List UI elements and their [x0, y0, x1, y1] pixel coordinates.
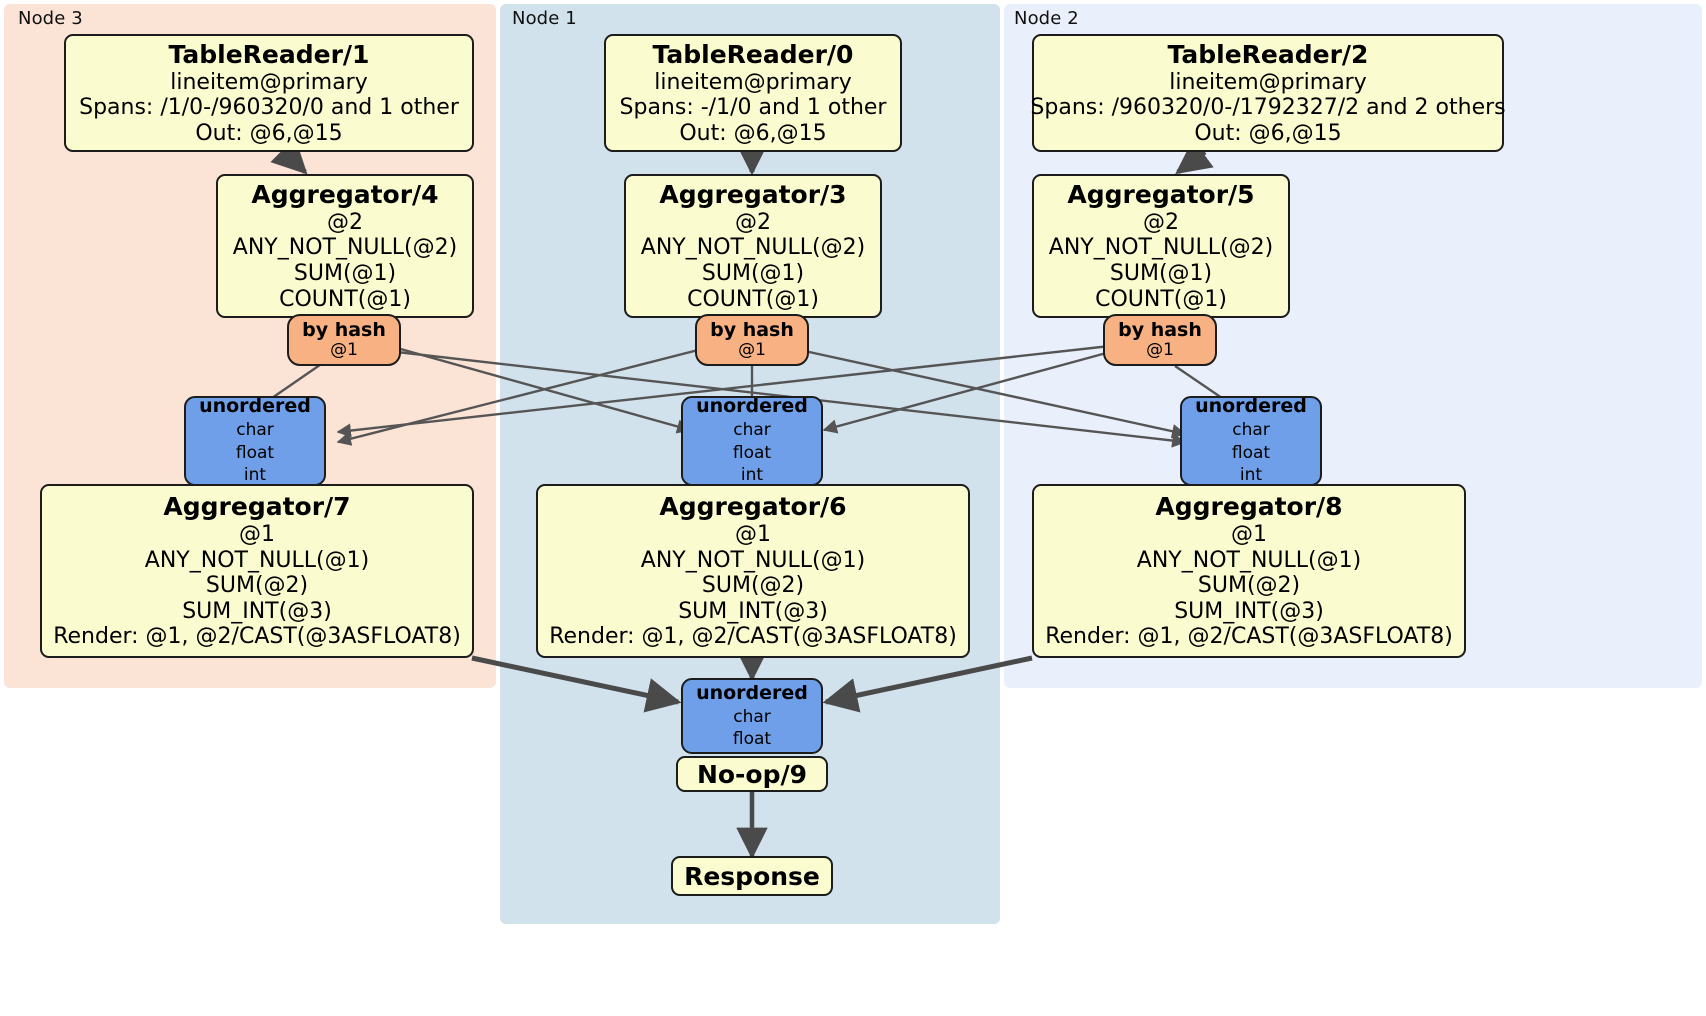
node-line: SUM(@2) [701, 573, 805, 599]
region-label-node3: Node 3 [18, 8, 83, 29]
node-line: SUM(@1) [1109, 261, 1213, 286]
node-line: ANY_NOT_NULL(@2) [232, 235, 458, 261]
node-line: Out: @6,@15 [195, 120, 343, 146]
node-line: char [236, 420, 274, 441]
node-line: int [1239, 465, 1263, 486]
node-line: @2 [735, 209, 771, 235]
node-title: TableReader/1 [168, 39, 370, 69]
node-title: No-op/9 [696, 759, 808, 789]
node-unordered-final[interactable]: unordered char float [681, 678, 823, 754]
node-title: unordered [696, 395, 808, 418]
node-line: SUM_INT(@3) [678, 598, 828, 624]
node-no-op-9[interactable]: No-op/9 [676, 756, 828, 792]
node-line: Spans: -/1/0 and 1 other [619, 95, 887, 121]
node-line: COUNT(@1) [687, 286, 819, 312]
node-line: Render: @1, @2/CAST(@3ASFLOAT8) [53, 624, 461, 650]
node-title: Aggregator/6 [659, 492, 847, 522]
node-line: lineitem@primary [170, 69, 368, 95]
node-line: Out: @6,@15 [679, 120, 827, 146]
node-line: float [732, 442, 772, 463]
node-line: SUM_INT(@3) [1174, 598, 1324, 624]
node-title: Aggregator/7 [163, 492, 351, 522]
node-line: COUNT(@1) [1095, 286, 1227, 312]
node-line: char [1232, 420, 1270, 441]
node-line: SUM(@1) [293, 261, 397, 286]
node-unordered-center[interactable]: unordered char float int [681, 395, 823, 486]
node-aggregator-5[interactable]: Aggregator/5 @2 ANY_NOT_NULL(@2) SUM(@1)… [1032, 174, 1290, 318]
node-title: by hash [302, 319, 386, 342]
node-line: Render: @1, @2/CAST(@3ASFLOAT8) [1045, 624, 1453, 650]
node-line: ANY_NOT_NULL(@2) [1048, 235, 1274, 261]
node-line: int [740, 465, 764, 486]
node-aggregator-4[interactable]: Aggregator/4 @2 ANY_NOT_NULL(@2) SUM(@1)… [216, 174, 474, 318]
node-tablereader-2[interactable]: TableReader/2 lineitem@primary Spans: /9… [1030, 34, 1506, 152]
node-line: Spans: /960320/0-/1792327/2 and 2 others [1030, 95, 1506, 121]
node-line: SUM_INT(@3) [182, 598, 332, 624]
node-line: @2 [1143, 209, 1179, 235]
node-title: unordered [1195, 395, 1307, 418]
node-line: ANY_NOT_NULL(@1) [144, 547, 370, 573]
node-line: float [235, 442, 275, 463]
region-label-node2: Node 2 [1014, 8, 1079, 29]
node-line: int [243, 465, 267, 486]
node-by-hash-right[interactable]: by hash @1 [1103, 314, 1217, 366]
node-line: char [733, 420, 771, 441]
node-line: float [1231, 442, 1271, 463]
node-line: @1 [239, 522, 275, 548]
node-line: Out: @6,@15 [1194, 120, 1342, 146]
node-line: SUM(@2) [205, 573, 309, 599]
node-title: Response [684, 861, 820, 891]
region-label-node1: Node 1 [512, 8, 577, 29]
node-line: SUM(@2) [1197, 573, 1301, 599]
node-title: unordered [199, 395, 311, 418]
node-line: SUM(@1) [701, 261, 805, 286]
node-by-hash-left[interactable]: by hash @1 [287, 314, 401, 366]
node-line: @1 [1231, 522, 1267, 548]
node-title: Aggregator/4 [251, 179, 439, 209]
node-unordered-left[interactable]: unordered char float int [184, 395, 326, 486]
node-line: @1 [735, 522, 771, 548]
node-line: Spans: /1/0-/960320/0 and 1 other [79, 95, 459, 121]
node-line: lineitem@primary [1169, 69, 1367, 95]
node-aggregator-8[interactable]: Aggregator/8 @1 ANY_NOT_NULL(@1) SUM(@2)… [1032, 484, 1466, 658]
node-line: COUNT(@1) [279, 286, 411, 312]
node-line: lineitem@primary [654, 69, 852, 95]
node-unordered-right[interactable]: unordered char float int [1180, 395, 1322, 486]
node-line: float [732, 729, 772, 750]
node-title: Aggregator/8 [1155, 492, 1343, 522]
node-title: Aggregator/3 [659, 179, 847, 209]
node-tablereader-1[interactable]: TableReader/1 lineitem@primary Spans: /1… [64, 34, 474, 152]
node-aggregator-6[interactable]: Aggregator/6 @1 ANY_NOT_NULL(@1) SUM(@2)… [536, 484, 970, 658]
node-line: Render: @1, @2/CAST(@3ASFLOAT8) [549, 624, 957, 650]
node-line: @1 [738, 340, 766, 361]
node-line: ANY_NOT_NULL(@2) [640, 235, 866, 261]
node-line: char [733, 706, 771, 727]
node-line: ANY_NOT_NULL(@1) [1136, 547, 1362, 573]
node-line: @2 [327, 209, 363, 235]
node-tablereader-0[interactable]: TableReader/0 lineitem@primary Spans: -/… [604, 34, 902, 152]
node-aggregator-3[interactable]: Aggregator/3 @2 ANY_NOT_NULL(@2) SUM(@1)… [624, 174, 882, 318]
node-line: @1 [1146, 340, 1174, 361]
node-title: unordered [696, 681, 808, 704]
node-title: by hash [1118, 319, 1202, 342]
node-line: @1 [330, 340, 358, 361]
node-title: by hash [710, 319, 794, 342]
node-line: ANY_NOT_NULL(@1) [640, 547, 866, 573]
node-title: Aggregator/5 [1067, 179, 1255, 209]
node-title: TableReader/2 [1167, 39, 1369, 69]
node-aggregator-7[interactable]: Aggregator/7 @1 ANY_NOT_NULL(@1) SUM(@2)… [40, 484, 474, 658]
node-response[interactable]: Response [671, 856, 833, 896]
node-by-hash-center[interactable]: by hash @1 [695, 314, 809, 366]
node-title: TableReader/0 [652, 39, 854, 69]
